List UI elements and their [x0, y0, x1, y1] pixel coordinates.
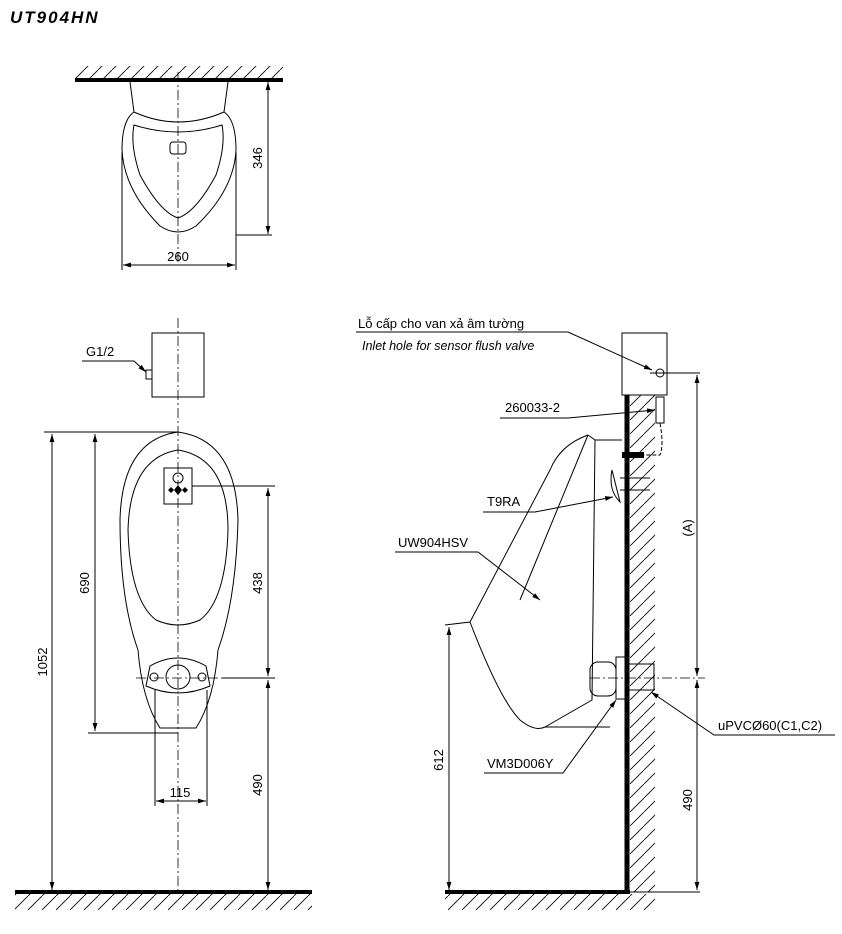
ceiling-hatch	[75, 66, 283, 79]
bowl-inner-front	[127, 449, 229, 626]
label-upvc: uPVCØ60(C1,C2)	[718, 718, 822, 733]
dim-490-front: 490	[250, 774, 265, 796]
dim-438: 438	[250, 572, 265, 594]
urinal-outline-front	[119, 431, 239, 729]
dim-346: 346	[250, 147, 265, 169]
bolt-260033	[655, 396, 665, 424]
dim-a: (A)	[680, 519, 695, 536]
label-inlet-en: Inlet hole for sensor flush valve	[362, 339, 534, 353]
dim-260: 260	[167, 249, 189, 264]
front-view: G1/2 1052 690 438 490 115	[15, 318, 312, 910]
bowl-inner-top	[132, 124, 224, 219]
sensor-box	[151, 332, 205, 398]
label-260033-2: 260033-2	[505, 400, 560, 415]
label-uw904hsv: UW904HSV	[398, 535, 468, 550]
wall-hatch	[630, 395, 655, 892]
dim-612: 612	[431, 749, 446, 771]
trap-vm3d006y	[589, 661, 617, 697]
dim-1052: 1052	[35, 648, 50, 677]
label-inlet-vi: Lỗ cấp cho van xả âm tường	[358, 316, 524, 331]
dim-115: 115	[170, 785, 191, 800]
side-view: Lỗ cấp cho van xả âm tường Inlet hole fo…	[356, 316, 835, 910]
pipe-upvc	[627, 663, 655, 691]
outlet-flange	[145, 657, 211, 694]
urinal-outline-top	[121, 81, 237, 233]
label-t9ra: T9RA	[487, 494, 521, 509]
label-vm3d006y: VM3D006Y	[487, 756, 554, 771]
sensor-box-side	[621, 332, 668, 396]
label-g12: G1/2	[86, 344, 114, 359]
hanger-t9ra	[610, 469, 621, 504]
urinal-profile	[444, 434, 610, 729]
top-view: 346 260	[75, 66, 283, 270]
dim-690: 690	[77, 572, 92, 594]
dim-490-side: 490	[680, 789, 695, 811]
model-title: UT904HN	[10, 8, 100, 27]
